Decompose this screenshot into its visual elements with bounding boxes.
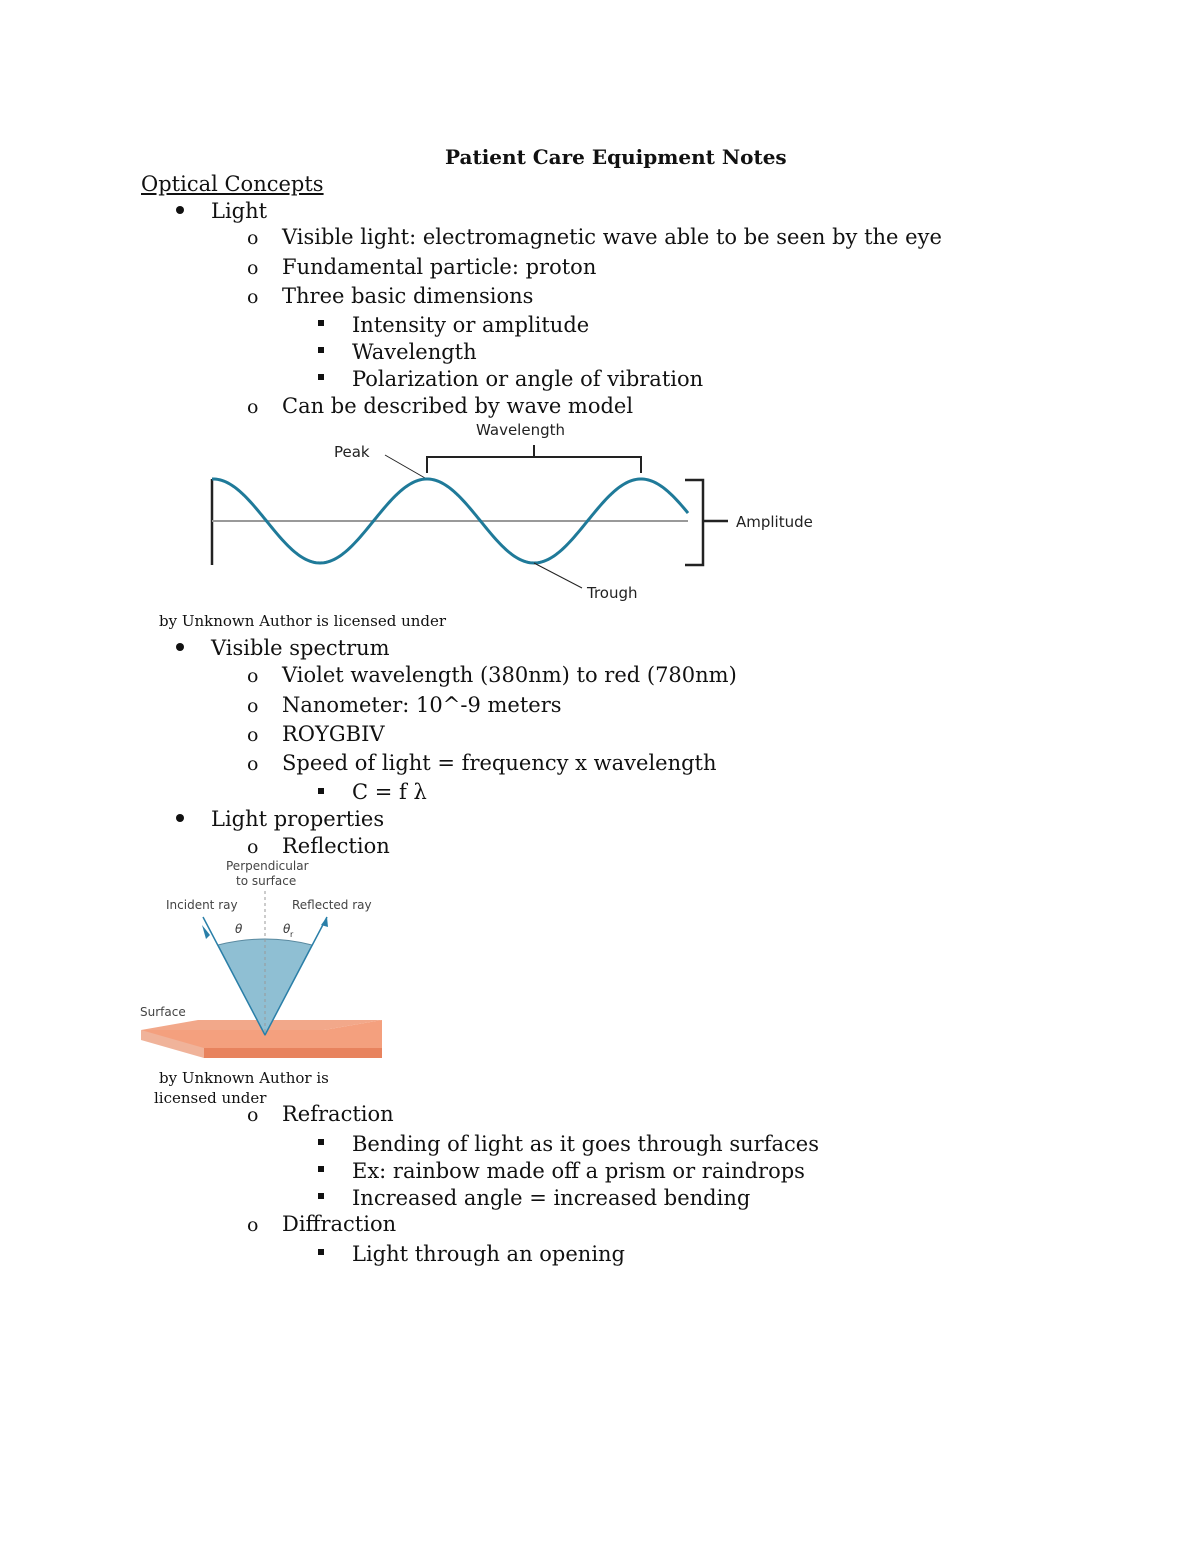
section-heading: Optical Concepts	[141, 172, 324, 196]
bullet-square	[318, 1139, 324, 1145]
formula: C = f λ	[352, 780, 427, 804]
list-subitem: Light through an opening	[352, 1242, 625, 1266]
bullet-square	[318, 1193, 324, 1199]
incident-arrow	[202, 925, 210, 939]
list-item: Reflection	[282, 834, 390, 858]
bullet-dot	[176, 814, 184, 822]
bullet-circle: o	[247, 227, 259, 249]
sine-wave	[212, 477, 690, 565]
list-item: Visible light: electromagnetic wave able…	[282, 225, 942, 249]
amplitude-bracket	[685, 478, 728, 567]
list-item: Three basic dimensions	[282, 284, 534, 308]
theta-r: θ	[283, 922, 291, 936]
theta-r-sub: r	[290, 930, 294, 939]
page-title: Patient Care Equipment Notes	[445, 145, 787, 169]
list-subitem: Ex: rainbow made off a prism or raindrop…	[352, 1159, 805, 1183]
wavelength-bracket	[426, 445, 642, 473]
list-item: Speed of light = frequency x wavelength	[282, 751, 717, 775]
incident-ray	[202, 916, 266, 1036]
perpendicular-label: Perpendicular	[226, 859, 309, 873]
wavelength-label: Wavelength	[476, 421, 565, 439]
bullet-circle: o	[247, 665, 259, 687]
reflected-arrow	[321, 917, 328, 927]
topic-light: Light	[211, 199, 268, 223]
figure-caption: by Unknown Author is licensed under	[159, 612, 447, 630]
bullet-square	[318, 1166, 324, 1172]
peak-label: Peak	[334, 443, 370, 461]
figure-caption: by Unknown Author is	[159, 1069, 329, 1087]
list-subitem: Increased angle = increased bending	[352, 1186, 751, 1210]
surface-label: Surface	[140, 1005, 186, 1019]
list-item: Can be described by wave model	[282, 394, 634, 418]
list-subitem: Bending of light as it goes through surf…	[352, 1132, 819, 1156]
reflected-ray-label: Reflected ray	[292, 898, 372, 912]
bullet-circle: o	[247, 1214, 259, 1236]
bullet-circle: o	[247, 1104, 259, 1126]
topic-light-properties: Light properties	[211, 807, 385, 831]
list-item: Fundamental particle: proton	[282, 255, 597, 279]
surface-side	[141, 1030, 204, 1058]
bullet-dot	[176, 643, 184, 651]
bullet-square	[318, 374, 324, 380]
list-subitem: Wavelength	[352, 340, 477, 364]
peak-pointer	[384, 454, 426, 479]
bullet-square	[318, 1249, 324, 1255]
bullet-square	[318, 347, 324, 353]
bullet-circle: o	[247, 257, 259, 279]
trough-label: Trough	[586, 584, 638, 602]
amplitude-label: Amplitude	[736, 513, 813, 531]
bullet-circle: o	[247, 753, 259, 775]
bullet-circle: o	[247, 286, 259, 308]
incident-ray-label: Incident ray	[166, 898, 238, 912]
surface-edge	[204, 1048, 382, 1058]
bullet-circle: o	[247, 695, 259, 717]
reflection-diagram: Perpendicular to surface Incident ray Re…	[140, 859, 382, 1058]
list-item: Refraction	[282, 1102, 394, 1126]
bullet-circle: o	[247, 396, 259, 418]
topic-visible-spectrum: Visible spectrum	[211, 636, 390, 660]
list-item: Nanometer: 10^-9 meters	[282, 693, 562, 717]
trough-pointer	[533, 562, 583, 589]
list-subitem: Polarization or angle of vibration	[352, 367, 704, 391]
bullet-square	[318, 320, 324, 326]
list-item: Diffraction	[282, 1212, 397, 1236]
list-item: Violet wavelength (380nm) to red (780nm)	[282, 663, 737, 687]
list-item: ROYGBIV	[282, 722, 385, 746]
list-subitem: Intensity or amplitude	[352, 313, 590, 337]
perpendicular-label-2: to surface	[236, 874, 296, 888]
bullet-square	[318, 788, 324, 794]
bullet-circle: o	[247, 724, 259, 746]
bullet-dot	[176, 206, 184, 214]
figure-caption: licensed under	[154, 1089, 267, 1107]
bullet-circle: o	[247, 836, 259, 858]
theta-i: θ	[235, 922, 243, 936]
reflected-ray	[264, 916, 328, 1036]
wave-diagram: Wavelength Peak Amplitude Trough	[210, 421, 813, 602]
